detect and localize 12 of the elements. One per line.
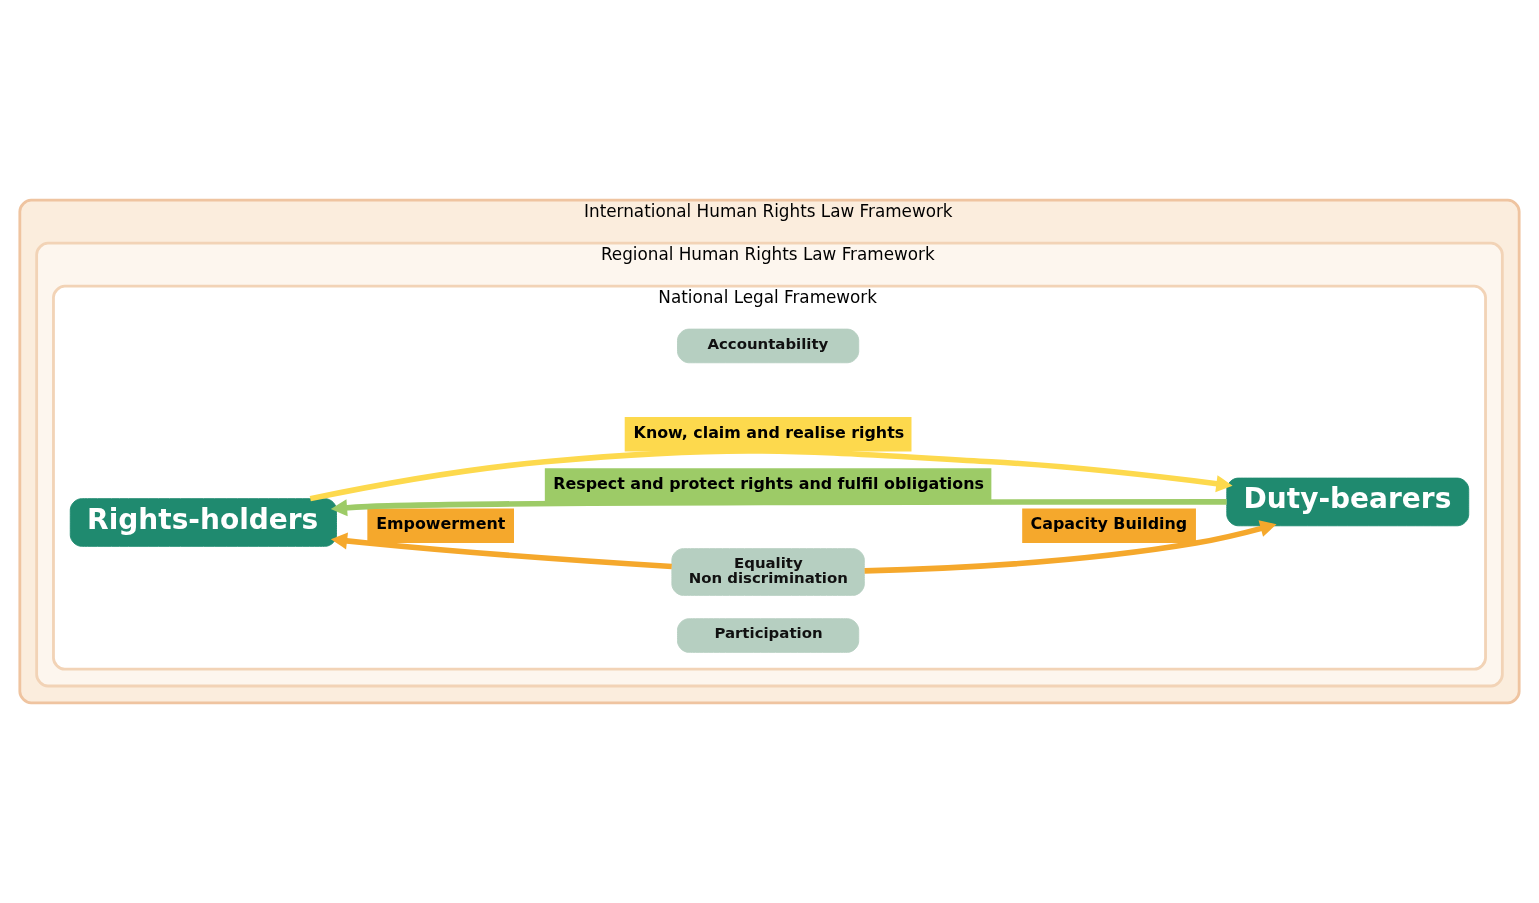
node-box: Rights-holders [69,498,337,547]
arrow [864,520,1277,574]
node-box: Duty-bearers [1226,477,1470,527]
edge-label: Know, claim and realise rights [633,422,905,442]
arrow [330,532,672,570]
node-box: Participation [677,618,860,653]
arrow [330,499,1227,517]
edge-label: Respect and protect rights and fulfil obligations [553,473,984,493]
edge-label: Empowerment [376,514,506,534]
edge-label: Capacity Building [1030,514,1188,534]
node-box: Equality Non discrimination [671,548,865,596]
node-box: Accountability [677,328,860,364]
